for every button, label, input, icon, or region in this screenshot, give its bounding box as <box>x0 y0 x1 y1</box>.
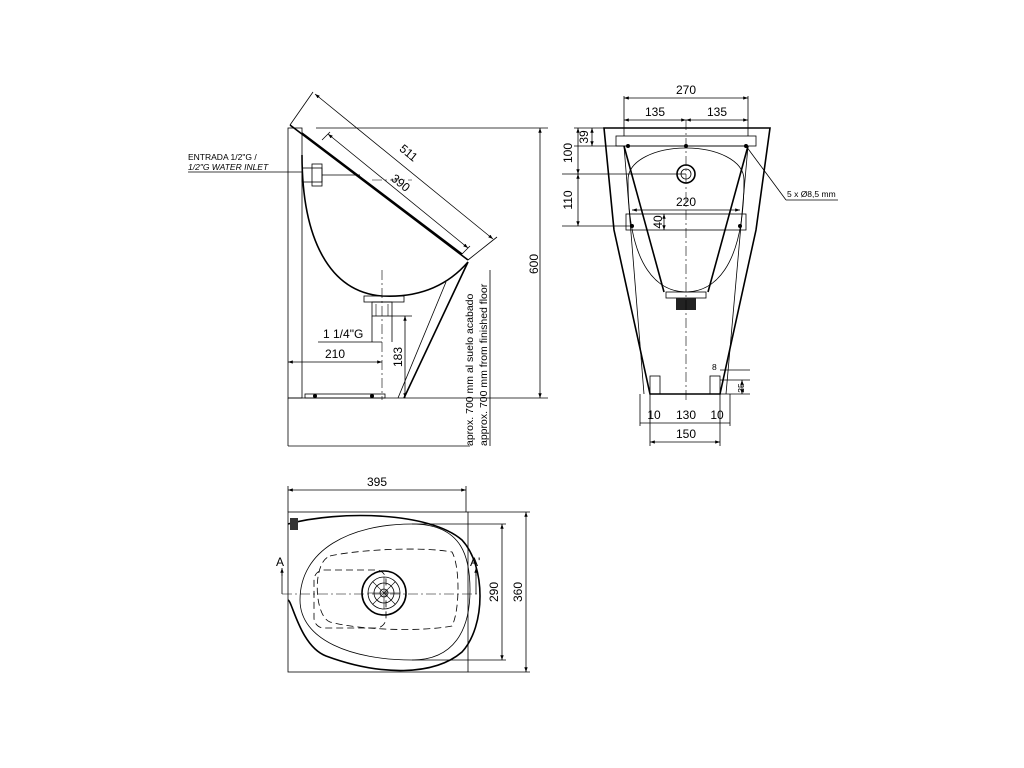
dim-135-right: 135 <box>707 105 727 119</box>
dim-220: 220 <box>676 195 696 209</box>
dim-270: 270 <box>676 83 696 97</box>
side-rim <box>289 124 469 261</box>
side-drain <box>363 295 405 303</box>
floor-note-en: approx. 700 mm from finished floor <box>478 283 490 446</box>
front-outer-body <box>603 127 771 395</box>
dim-511: 511 <box>397 141 421 164</box>
dim-drain-thread: 1 1/4"G <box>323 327 363 341</box>
dim-25: 25 <box>736 383 746 393</box>
dim-10-left: 10 <box>647 408 661 422</box>
dim-39: 39 <box>577 130 591 144</box>
inlet-label-es: ENTRADA 1/2"G / <box>188 152 257 162</box>
dim-150: 150 <box>676 427 696 441</box>
top-bowl-outer <box>287 514 481 672</box>
dim-290: 290 <box>487 582 501 602</box>
dim-210: 210 <box>325 347 345 361</box>
inlet-label-en: 1/2"G WATER INLET <box>188 162 269 172</box>
dim-holes: 5 x Ø8,5 mm <box>787 189 836 199</box>
dim-135-left: 135 <box>645 105 665 119</box>
dim-110: 110 <box>561 190 575 209</box>
top-bowl-inner-dashed <box>316 548 459 630</box>
top-drain-grate <box>361 570 407 616</box>
dim-100: 100 <box>561 143 575 163</box>
top-wall-plate <box>287 511 469 673</box>
top-view: A A' 395 290 360 <box>276 475 530 673</box>
dim-600: 600 <box>527 254 541 274</box>
side-wall-plate <box>287 127 303 399</box>
dim-360: 360 <box>511 582 525 602</box>
side-bowl <box>301 154 469 297</box>
dim-395: 395 <box>367 475 387 489</box>
dim-183: 183 <box>391 347 405 367</box>
front-bowl <box>627 147 745 293</box>
dim-40: 40 <box>651 215 665 229</box>
side-view: 511 390 600 ENTRADA 1/2"G / 1/2"G WATER … <box>188 91 548 447</box>
dim-390: 390 <box>388 171 413 195</box>
floor-note-es: aprox. 700 mm al suelo acabado <box>464 293 476 446</box>
section-a-prime: A' <box>470 555 480 569</box>
dim-130: 130 <box>676 408 696 422</box>
dim-8: 8 <box>712 362 717 372</box>
section-a: A <box>276 555 284 569</box>
dim-10-right: 10 <box>710 408 724 422</box>
front-view: 270 135 135 39 100 110 220 40 5 x Ø8,5 m… <box>561 83 838 446</box>
